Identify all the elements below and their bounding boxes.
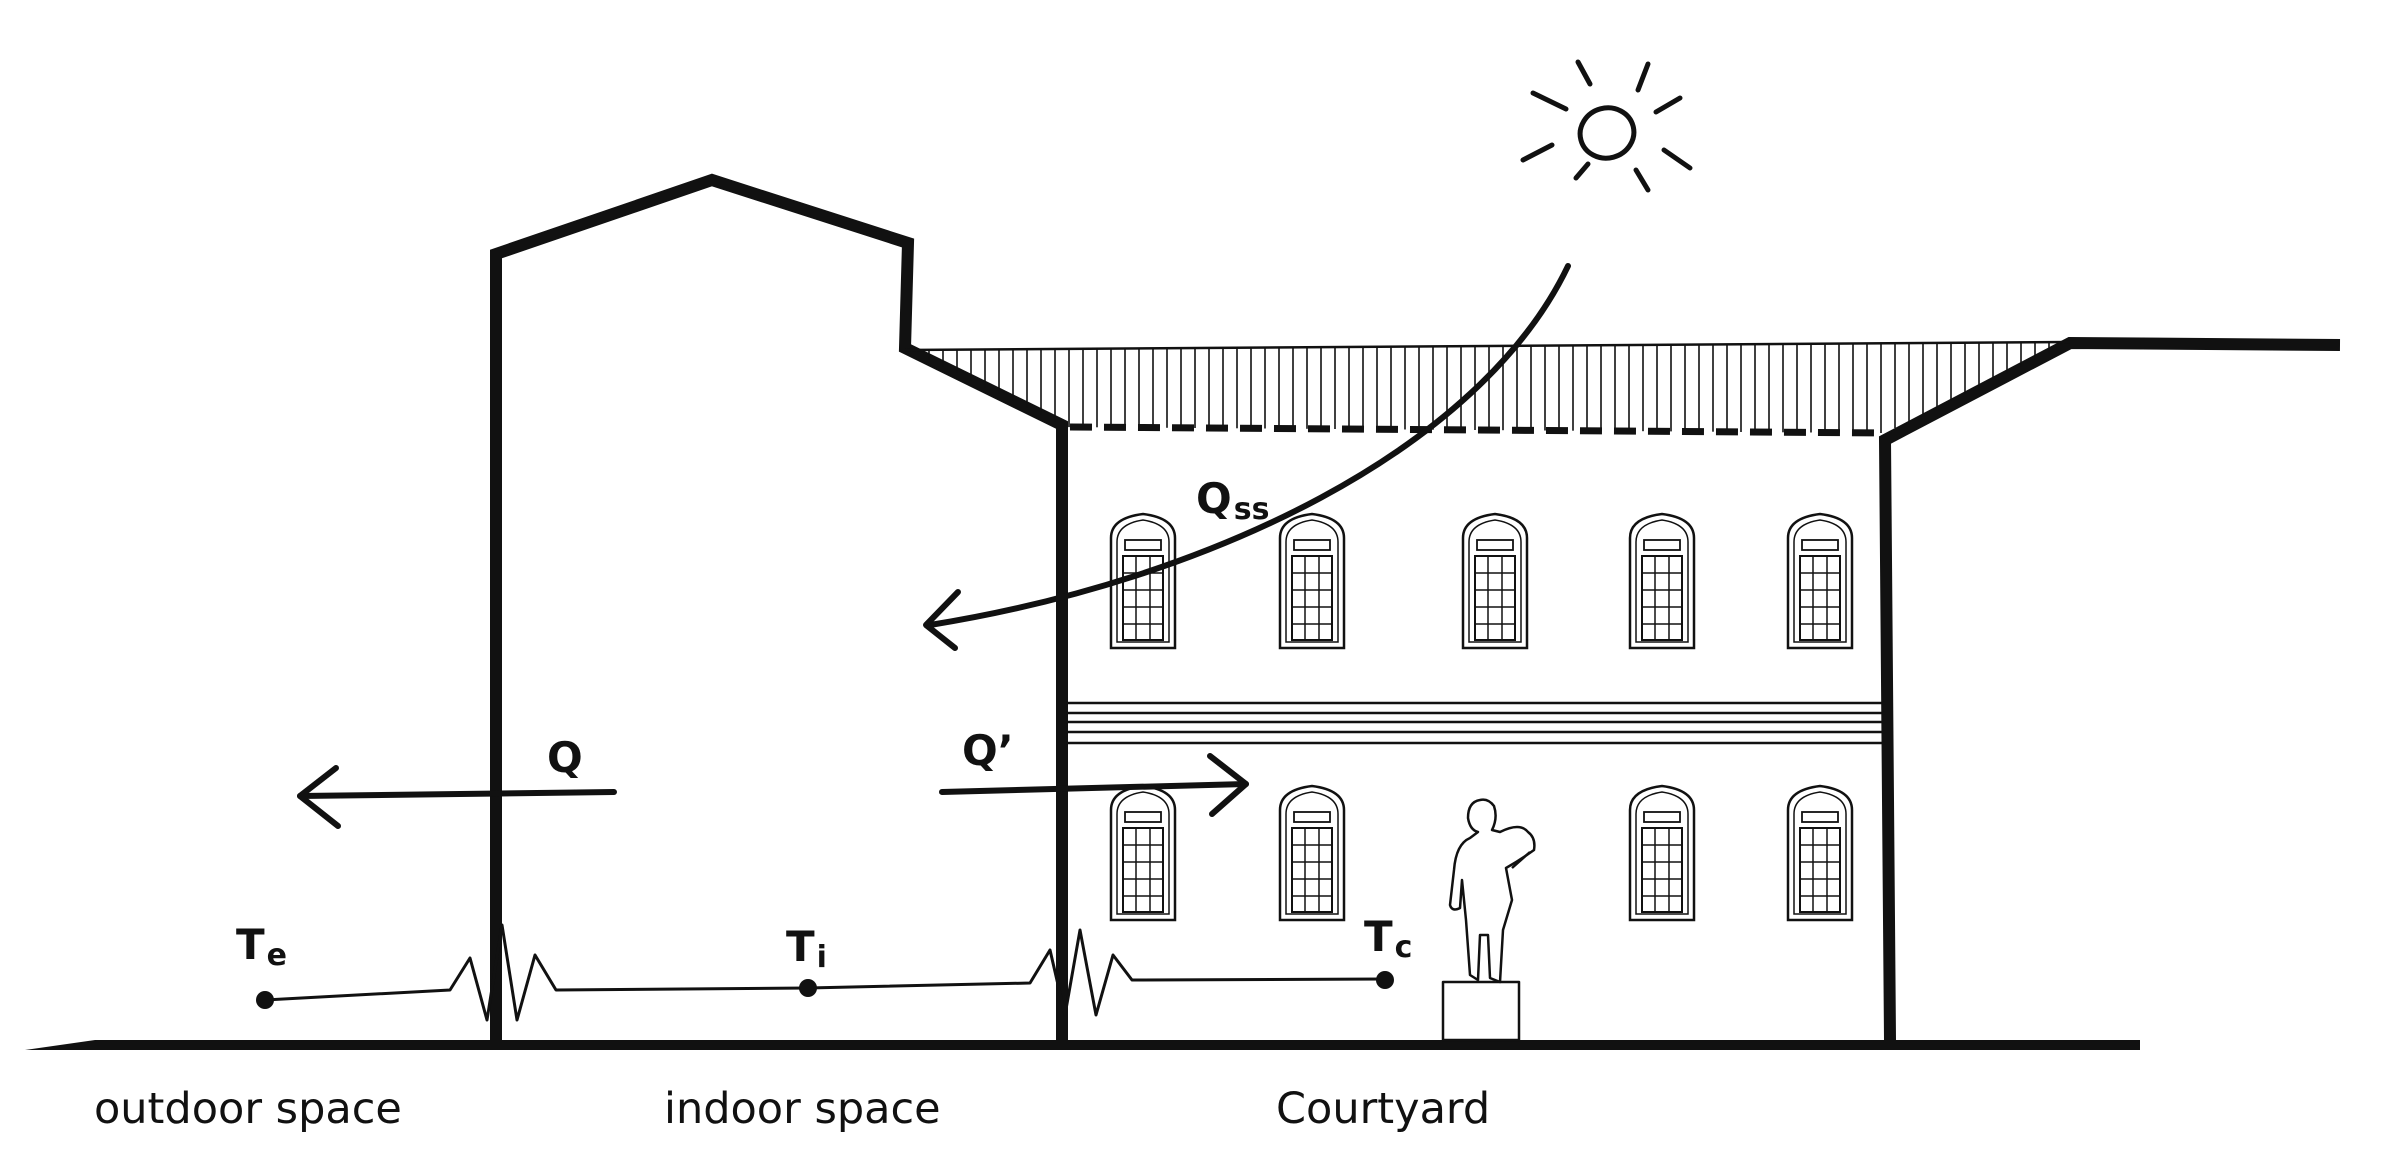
courtyard-roof-thin-line (904, 340, 2071, 352)
te-label-main: T (236, 920, 265, 969)
te-label: Te (236, 924, 287, 971)
tc-label-main: T (1364, 912, 1393, 961)
ti-label: Ti (786, 926, 827, 973)
window-icon (1628, 784, 1696, 922)
qss-label-main: Q (1196, 474, 1232, 523)
te-node (256, 991, 274, 1009)
qss-arrow-icon (923, 263, 1571, 651)
ground-line (25, 1040, 2140, 1050)
courtyard-label: Courtyard (1276, 1084, 1491, 1134)
courtyard-right-wall (1878, 336, 2341, 1041)
courtyard-canopy-hatching (928, 342, 2050, 433)
te-label-sub: e (266, 938, 288, 973)
ti-node (799, 979, 817, 997)
indoor-building-outline (490, 173, 1068, 1040)
ti-label-sub: i (816, 940, 827, 975)
window-icon (1786, 512, 1854, 650)
courtyard-opening-dashed (1069, 423, 1886, 437)
courtyard-floor-cornice (1066, 701, 1885, 745)
window-icon (1786, 784, 1854, 922)
qss-label: Qss (1196, 478, 1269, 525)
ti-label-main: T (786, 922, 815, 971)
tc-label: Tc (1364, 916, 1412, 963)
courtyard-windows (1109, 512, 1854, 922)
tc-label-sub: c (1394, 930, 1413, 965)
tc-node (1376, 971, 1394, 989)
q-label: Q (547, 733, 583, 782)
statue-icon (1441, 798, 1536, 1042)
window-icon (1628, 512, 1696, 650)
indoor-space-label: indoor space (664, 1084, 941, 1134)
q-prime-arrow-icon (939, 753, 1249, 817)
q-arrow-icon (297, 765, 617, 829)
window-icon (1109, 784, 1177, 922)
window-icon (1461, 512, 1529, 650)
qss-label-sub: ss (1233, 492, 1270, 527)
q-prime-label: Q’ (962, 726, 1014, 775)
outdoor-space-label: outdoor space (94, 1084, 402, 1134)
window-icon (1278, 512, 1346, 650)
window-icon (1278, 784, 1346, 922)
sun-icon (1520, 59, 1693, 193)
